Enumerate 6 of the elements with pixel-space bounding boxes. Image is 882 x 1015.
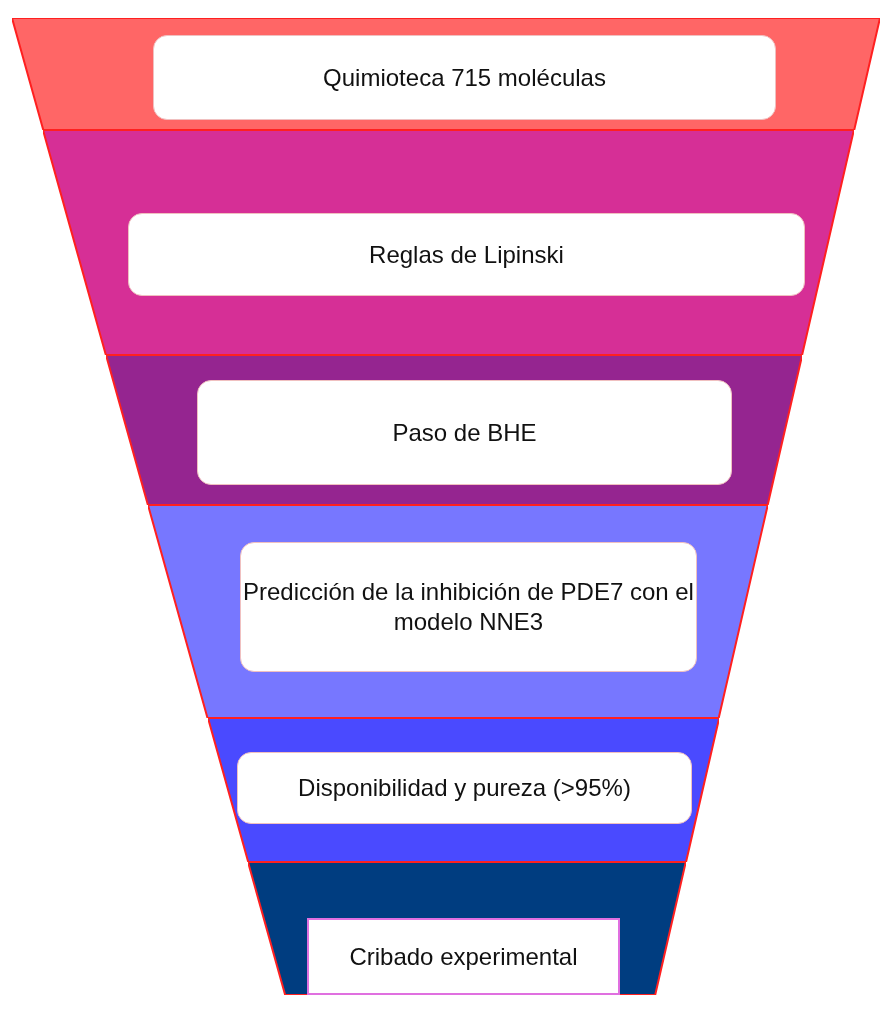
stage-box: Quimioteca 715 moléculas	[153, 35, 776, 120]
stage-box: Paso de BHE	[197, 380, 732, 485]
stage-box: Disponibilidad y pureza (>95%)	[237, 752, 692, 824]
stage-box: Predicción de la inhibición de PDE7 con el modelo NNE3	[240, 542, 697, 672]
stage-box: Reglas de Lipinski	[128, 213, 805, 296]
stage-box: Cribado experimental	[307, 918, 620, 995]
